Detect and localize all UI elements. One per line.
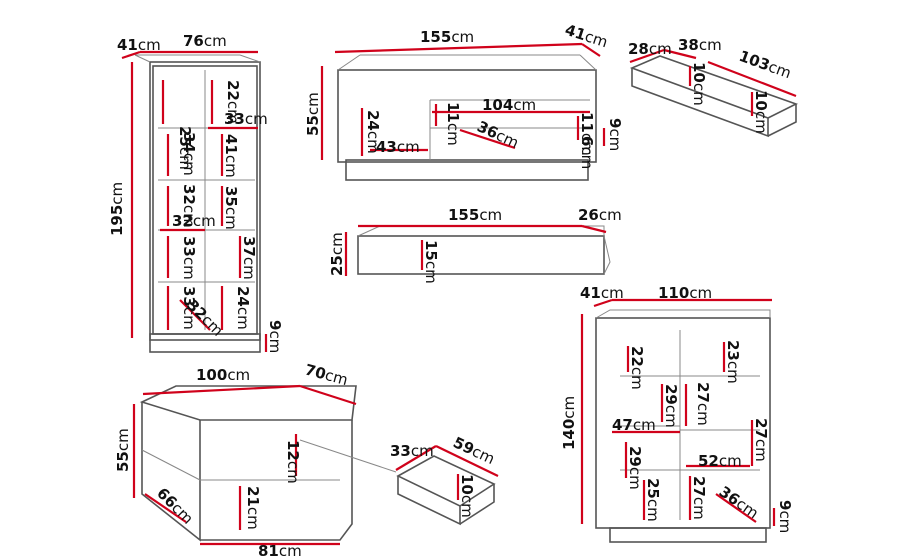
tall-dim-2: 33cm bbox=[224, 110, 268, 128]
tdrawer-d1: 33cm bbox=[390, 442, 434, 460]
tdrawer-d2: 59cm bbox=[450, 433, 497, 468]
table-d3: 21cm bbox=[244, 486, 262, 530]
tv-height-label: 55cm bbox=[304, 92, 322, 136]
tv-dim-0: 104cm bbox=[482, 96, 536, 114]
sb-dim-4: 47cm bbox=[612, 416, 656, 434]
sideboard: 41cm 110cm 140cm 22cm 23cm 29cm 27cm 47c… bbox=[560, 284, 794, 543]
tv-dim-5: 11cm bbox=[578, 112, 596, 156]
tv-width-label: 155cm bbox=[420, 28, 474, 46]
tall-depth-label: 41cm bbox=[117, 36, 161, 54]
tall-cabinet: 41cm 76cm 195cm 25cm 22cm 33cm 34cm 41cm… bbox=[108, 32, 284, 353]
wall-shelf: 155cm 26cm 25cm 15cm bbox=[328, 206, 622, 284]
tall-dim-12: 24cm bbox=[234, 286, 252, 330]
drawer-d4: 10cm bbox=[690, 62, 708, 106]
shelf-height-label: 25cm bbox=[328, 232, 346, 276]
tv-dim-1: 24cm bbox=[364, 110, 382, 154]
tall-dim-4: 41cm bbox=[222, 134, 240, 178]
sb-dim-11: 9cm bbox=[776, 500, 794, 533]
sideboard-height-label: 140cm bbox=[560, 396, 578, 450]
tall-dim-9: 37cm bbox=[240, 236, 258, 280]
table-drawer: 33cm 59cm 10cm bbox=[390, 433, 499, 526]
tall-dim-3: 34cm bbox=[180, 132, 198, 176]
sideboard-width-label: 110cm bbox=[658, 284, 712, 302]
drawer-d2: 38cm bbox=[678, 36, 722, 54]
tall-dim-6: 35cm bbox=[222, 186, 240, 230]
tdrawer-d3: 10cm bbox=[458, 474, 476, 518]
table-width-label: 100cm bbox=[196, 366, 250, 384]
shelf-depth-label: 26cm bbox=[578, 206, 622, 224]
shelf-inner-label: 15cm bbox=[422, 240, 440, 284]
tall-dim-10: 33cm bbox=[180, 286, 198, 330]
shelf-width-label: 155cm bbox=[448, 206, 502, 224]
tall-dim-0: 25cm bbox=[176, 126, 194, 170]
tv-dim-2: 43cm bbox=[376, 138, 420, 156]
tall-width-label: 76cm bbox=[183, 32, 227, 50]
sideboard-depth-label: 41cm bbox=[580, 284, 624, 302]
tall-dim-7: 32cm bbox=[172, 212, 216, 230]
drawer-d5: 10cm bbox=[752, 90, 770, 134]
table-depth-label: 70cm bbox=[303, 360, 350, 389]
sb-dim-6: 29cm bbox=[626, 446, 644, 490]
tv-dim-3: 11cm bbox=[444, 102, 462, 146]
sb-dim-2: 29cm bbox=[662, 384, 680, 428]
sb-dim-9: 27cm bbox=[690, 476, 708, 520]
tv-dim-7: 9cm bbox=[606, 118, 624, 151]
tall-dim-13: 9cm bbox=[266, 320, 284, 353]
sb-dim-7: 52cm bbox=[698, 452, 742, 470]
table-bottom-label: 81cm bbox=[258, 542, 302, 560]
tall-height-label: 195cm bbox=[108, 182, 126, 236]
sb-dim-1: 23cm bbox=[724, 340, 742, 384]
sb-dim-5: 27cm bbox=[752, 418, 770, 462]
sb-dim-0: 22cm bbox=[628, 346, 646, 390]
table-height-label: 55cm bbox=[114, 428, 132, 472]
tv-dim-4: 36cm bbox=[474, 117, 521, 152]
coffee-table: 100cm 70cm 55cm 12cm 66cm 21cm 81cm bbox=[114, 360, 397, 560]
tv-unit: 155cm 41cm 55cm 104cm 24cm 43cm 11cm 36c… bbox=[304, 21, 624, 181]
drawer-d1: 28cm bbox=[628, 40, 672, 58]
tall-dim-5: 32cm bbox=[180, 184, 198, 228]
tv-dim-6: 6cm bbox=[578, 136, 596, 169]
drawer-small: 28cm 38cm 103cm 10cm 10cm bbox=[628, 36, 799, 138]
tall-dim-1: 22cm bbox=[224, 80, 242, 124]
sb-dim-8: 25cm bbox=[644, 478, 662, 522]
sb-dim-3: 27cm bbox=[694, 382, 712, 426]
table-d1: 12cm bbox=[284, 440, 302, 484]
table-d2: 66cm bbox=[153, 484, 197, 528]
sb-dim-10: 36cm bbox=[716, 483, 762, 523]
tall-dim-8: 33cm bbox=[180, 236, 198, 280]
